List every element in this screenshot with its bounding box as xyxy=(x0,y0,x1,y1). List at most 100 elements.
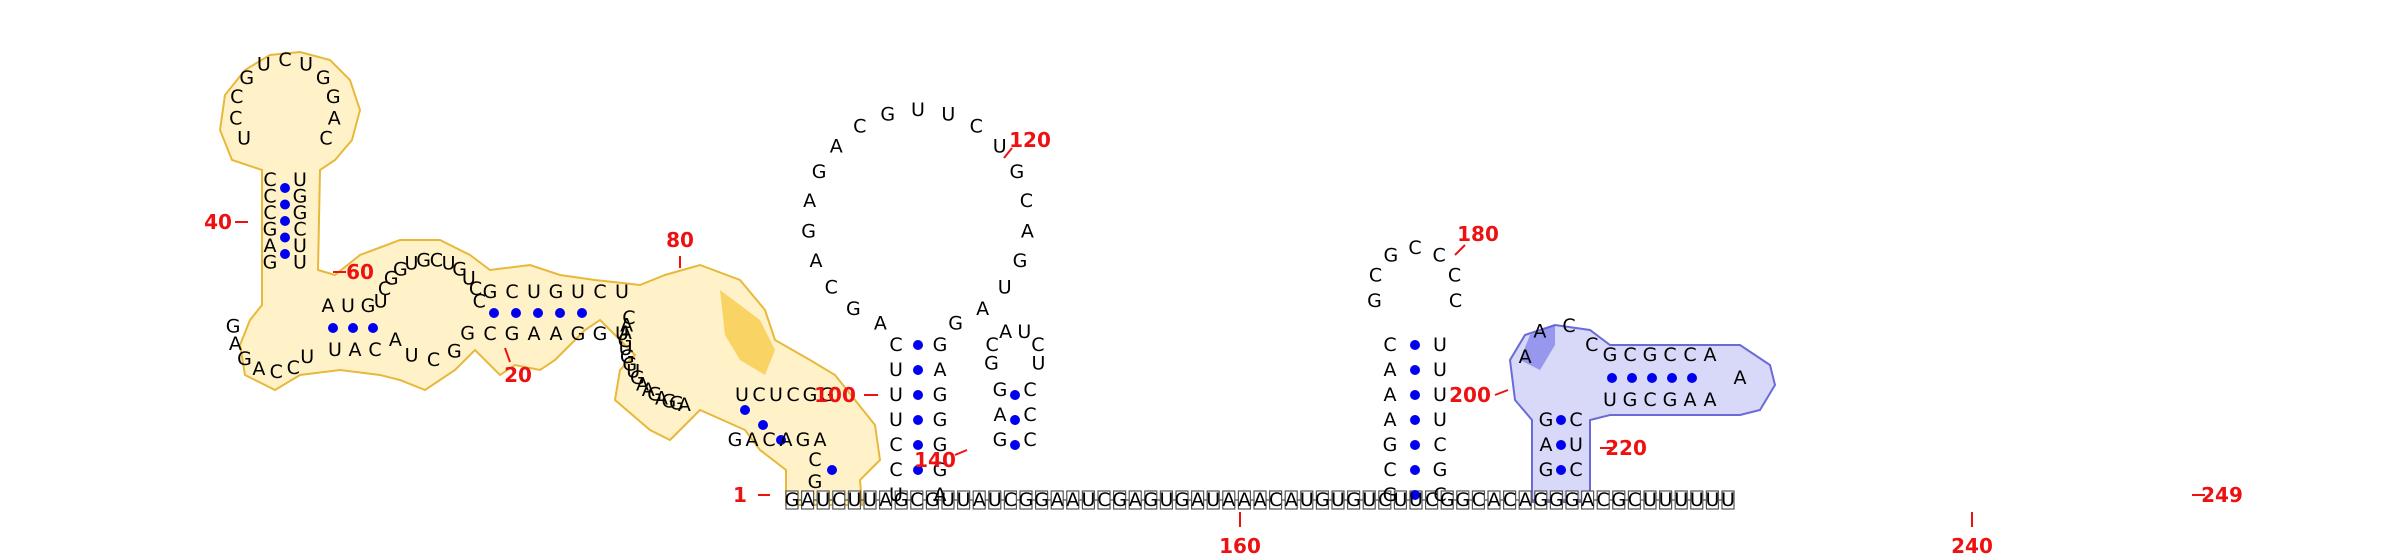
nucleotide-A: A xyxy=(1488,489,1501,511)
nucleotide-G: G xyxy=(361,295,376,317)
nucleotide-C: C xyxy=(1449,290,1462,312)
nucleotide-C: C xyxy=(762,429,775,451)
nucleotide-G: G xyxy=(993,379,1008,401)
nucleotide-A: A xyxy=(229,333,242,355)
nucleotide-G: G xyxy=(1143,489,1158,511)
position-label-n60: 60 xyxy=(346,260,374,284)
letter-backdrop xyxy=(1003,490,1018,510)
nucleotide-A: A xyxy=(780,429,793,451)
nucleotide-C: C xyxy=(786,384,799,406)
nucleotide-G: G xyxy=(812,161,827,183)
nucleotide-A: A xyxy=(879,489,892,511)
letter-backdrop xyxy=(925,490,940,510)
nucleotide-U: U xyxy=(1705,489,1719,511)
nucleotide-U: U xyxy=(1331,489,1345,511)
letter-backdrop xyxy=(1081,490,1096,510)
nucleotide-U: U xyxy=(527,281,541,303)
base-pair-dot xyxy=(1410,390,1420,400)
nucleotide-U: U xyxy=(257,54,271,76)
nucleotide-U: U xyxy=(293,169,307,191)
nucleotide-G: G xyxy=(293,186,308,208)
base-pair-dot xyxy=(1010,390,1020,400)
base-pair-dot xyxy=(1410,415,1420,425)
letter-backdrop xyxy=(1424,490,1439,510)
nucleotide-A: A xyxy=(322,295,335,317)
nucleotide-G: G xyxy=(505,323,520,345)
nucleotide-A: A xyxy=(934,359,947,381)
base-pair-dot xyxy=(280,199,290,210)
base-pair-dot xyxy=(348,323,358,333)
nucleotide-G: G xyxy=(1346,489,1361,511)
nucleotide-U: U xyxy=(619,338,633,360)
nucleotide-U: U xyxy=(615,323,629,345)
nucleotide-U: U xyxy=(1159,489,1173,511)
letter-backdrop xyxy=(1502,490,1517,510)
nucleotide-U: U xyxy=(889,384,903,406)
letter-backdrop xyxy=(1112,490,1127,510)
nucleotide-G: G xyxy=(237,348,252,370)
letter-backdrop xyxy=(1440,490,1454,510)
nucleotide-C: C xyxy=(1503,489,1516,511)
nucleotide-U: U xyxy=(293,252,307,274)
nucleotide-C: C xyxy=(752,384,765,406)
letter-backdrop xyxy=(1705,490,1720,510)
nucleotide-G: G xyxy=(384,267,399,289)
nucleotide-A: A xyxy=(1066,489,1079,511)
nucleotide-G: G xyxy=(622,353,637,375)
nucleotide-U: U xyxy=(300,346,314,368)
nucleotide-A: A xyxy=(550,323,563,345)
position-tick-n140 xyxy=(954,449,968,456)
nucleotide-U: U xyxy=(1659,489,1673,511)
nucleotide-G: G xyxy=(1013,250,1028,272)
nucleotide-U: U xyxy=(405,344,419,366)
nucleotide-G: G xyxy=(785,489,800,511)
nucleotide-G: G xyxy=(1112,489,1127,511)
letter-backdrop xyxy=(1565,490,1579,510)
nucleotide-U: U xyxy=(1674,489,1688,511)
nucleotide-C: C xyxy=(832,489,845,511)
letter-backdrop xyxy=(1549,490,1564,510)
nucleotide-U: U xyxy=(1409,489,1423,511)
nucleotide-G: G xyxy=(316,67,331,89)
position-label-n40: 40 xyxy=(204,210,232,234)
position-tick-n20 xyxy=(504,347,511,363)
nucleotide-C: C xyxy=(368,339,381,361)
base-pair-dot xyxy=(280,232,290,243)
letter-backdrop xyxy=(1378,490,1392,510)
nucleotide-G: G xyxy=(483,281,498,303)
nucleotide-U: U xyxy=(735,384,749,406)
position-label-n100: 100 xyxy=(814,383,856,407)
nucleotide-G: G xyxy=(549,281,564,303)
base-pair-dot xyxy=(511,308,521,318)
highlight-blue-accent xyxy=(1520,325,1555,370)
nucleotide-U: U xyxy=(615,281,629,303)
letter-backdrop xyxy=(1362,490,1376,510)
nucleotide-G: G xyxy=(984,353,999,375)
letter-backdrop xyxy=(1580,490,1595,510)
base-pair-dot xyxy=(1410,465,1420,475)
nucleotide-C: C xyxy=(1378,489,1391,511)
nucleotide-G: G xyxy=(393,259,408,281)
nucleotide-A: A xyxy=(1704,389,1717,411)
base-pair-dot xyxy=(328,323,338,333)
nucleotide-G: G xyxy=(933,334,948,356)
base-pair-dot xyxy=(533,308,543,318)
position-label-n80: 80 xyxy=(666,228,694,252)
letter-backdrop xyxy=(1534,490,1548,510)
nucleotide-G: G xyxy=(1175,489,1190,511)
nucleotide-A: A xyxy=(1051,489,1064,511)
letter-backdrop xyxy=(1300,490,1314,510)
nucleotide-A: A xyxy=(528,323,541,345)
nucleotide-C: C xyxy=(1383,334,1396,356)
highlight-5prime-domain xyxy=(218,50,882,506)
nucleotide-G: G xyxy=(1603,344,1618,366)
letter-backdrop xyxy=(847,490,862,510)
nucleotide-G: G xyxy=(1010,161,1025,183)
base-pair-dot xyxy=(913,390,923,400)
nucleotide-U: U xyxy=(1032,353,1046,375)
letter-backdrop xyxy=(1471,490,1486,510)
nucleotide-A: A xyxy=(1384,409,1397,431)
letter-backdrop xyxy=(816,490,830,510)
nucleotide-G: G xyxy=(1539,409,1554,431)
